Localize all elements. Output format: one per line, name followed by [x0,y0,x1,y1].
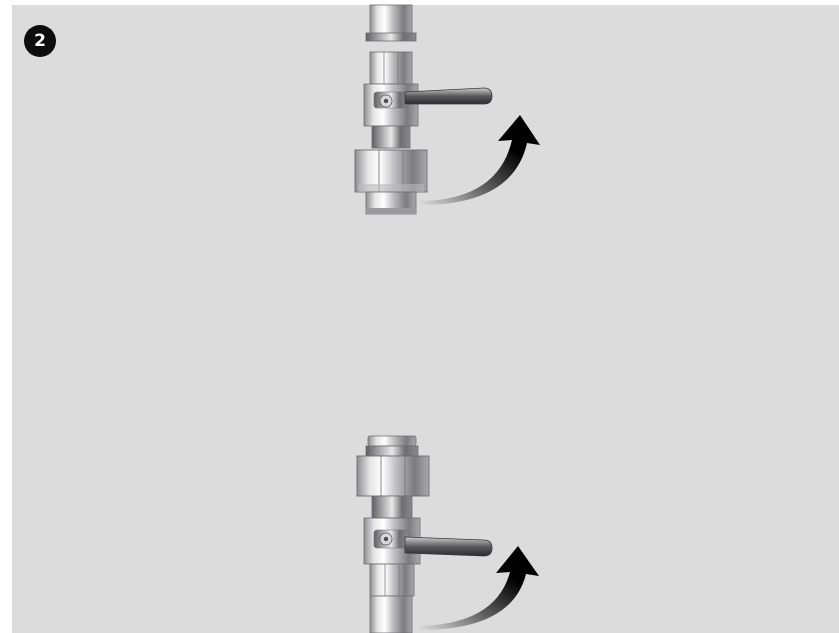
lower-valve-assembly [357,436,539,633]
upper-hex-nut [370,52,412,84]
lower-valve-handle [405,537,492,556]
upper-valve-assembly [355,5,540,214]
lower-turn-arrow-icon [420,546,539,630]
lower-union-nut [357,456,429,496]
lower-pipe [370,596,412,633]
lower-top-fitting [368,436,416,446]
upper-turn-arrow-icon [420,115,540,205]
lower-hex-nut [370,564,414,596]
upper-pipe [370,5,412,35]
